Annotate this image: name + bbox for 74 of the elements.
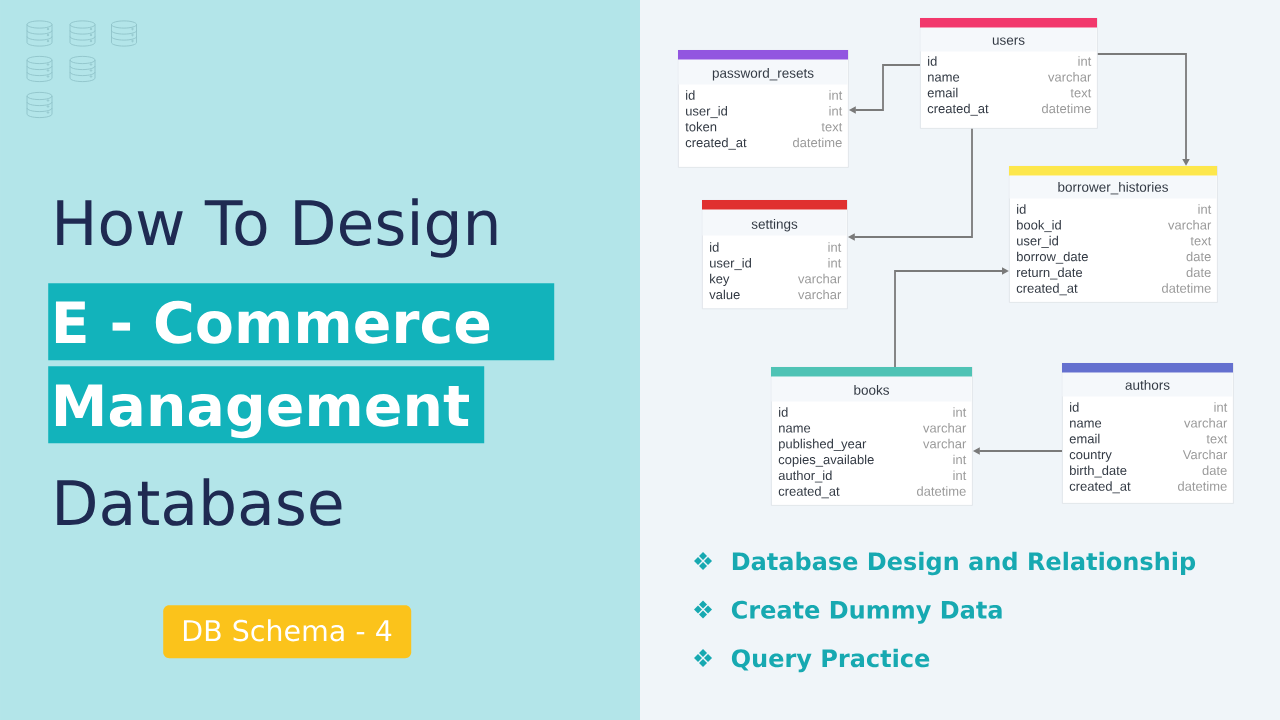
column-type: int xyxy=(1214,402,1228,412)
column-type: int xyxy=(953,454,967,465)
column-type: varchar xyxy=(923,438,967,449)
column-name: copies_available xyxy=(778,454,874,467)
column-type: text xyxy=(1206,434,1228,444)
column-type: int xyxy=(953,470,967,480)
column-type: text xyxy=(821,122,843,132)
column-type: int xyxy=(953,407,967,417)
column-type: varchar xyxy=(798,289,842,300)
column-type: varchar xyxy=(798,273,842,284)
column-name: email xyxy=(927,87,958,98)
title-band: E - Commerce xyxy=(48,283,555,361)
table-title: authors xyxy=(1125,379,1170,390)
column-type: varchar xyxy=(1184,418,1228,428)
bullet-text: Database Design and Relationship xyxy=(732,551,1196,576)
bullet-text: Query Practice xyxy=(731,648,930,673)
table-title: books xyxy=(854,384,889,395)
title-band: Management xyxy=(48,366,485,444)
column-type: Varchar xyxy=(1182,449,1228,460)
column-name: birth_date xyxy=(1070,465,1127,478)
column-type: datetime xyxy=(917,486,966,496)
column-type: text xyxy=(1070,88,1092,98)
column-type: date xyxy=(1186,251,1211,262)
table-title: users xyxy=(992,37,1025,45)
column-name: author_id xyxy=(778,470,832,483)
heading-text: How To Design xyxy=(57,198,497,258)
column-name: value xyxy=(709,289,740,300)
column-name: created_at xyxy=(685,137,747,150)
column-type: date xyxy=(1186,267,1211,277)
column-name: user_id xyxy=(686,106,727,119)
column-name: country xyxy=(1069,450,1112,462)
column-type: datetime xyxy=(1178,481,1227,491)
column-type: int xyxy=(828,242,842,252)
column-name: id xyxy=(710,242,719,252)
bullet-text: Create Dummy Data xyxy=(731,600,1002,624)
column-name: return_date xyxy=(1017,267,1083,280)
column-type: int xyxy=(1078,56,1092,66)
column-name: id xyxy=(779,407,788,417)
column-name: name xyxy=(928,74,960,82)
heading-text: Database xyxy=(57,478,342,526)
column-name: name xyxy=(779,425,811,433)
column-name: created_at xyxy=(778,486,840,499)
column-name: id xyxy=(928,56,937,66)
column-type: int xyxy=(829,106,843,116)
column-type: int xyxy=(829,90,843,100)
column-name: book_id xyxy=(1017,220,1061,233)
column-name: id xyxy=(1070,402,1079,412)
column-name: created_at xyxy=(1069,481,1131,494)
column-type: datetime xyxy=(793,137,842,148)
table-title: settings xyxy=(751,218,798,232)
column-type: date xyxy=(1202,465,1227,475)
column-type: varchar xyxy=(1168,220,1212,230)
column-name: key xyxy=(710,273,730,286)
column-type: varchar xyxy=(1048,72,1092,82)
table-title: borrower_histories xyxy=(1058,181,1168,195)
column-name: created_at xyxy=(1016,283,1078,296)
column-name: user_id xyxy=(710,258,751,271)
column-type: int xyxy=(1198,204,1212,214)
column-name: user_id xyxy=(1017,235,1058,248)
column-name: published_year xyxy=(779,438,867,451)
column-name: token xyxy=(685,121,717,132)
column-name: created_at xyxy=(927,103,989,116)
column-type: int xyxy=(828,258,842,268)
column-name: name xyxy=(1070,420,1102,428)
column-name: email xyxy=(1069,433,1100,444)
table-title: password_resets xyxy=(712,67,814,81)
column-type: text xyxy=(1190,236,1212,246)
column-name: borrow_date xyxy=(1017,251,1088,264)
column-name: id xyxy=(686,90,695,100)
column-type: varchar xyxy=(923,423,967,433)
schema-badge: DB Schema - 4 xyxy=(163,605,412,659)
column-type: datetime xyxy=(1162,283,1211,293)
column-type: datetime xyxy=(1042,103,1091,114)
column-name: id xyxy=(1017,204,1026,214)
